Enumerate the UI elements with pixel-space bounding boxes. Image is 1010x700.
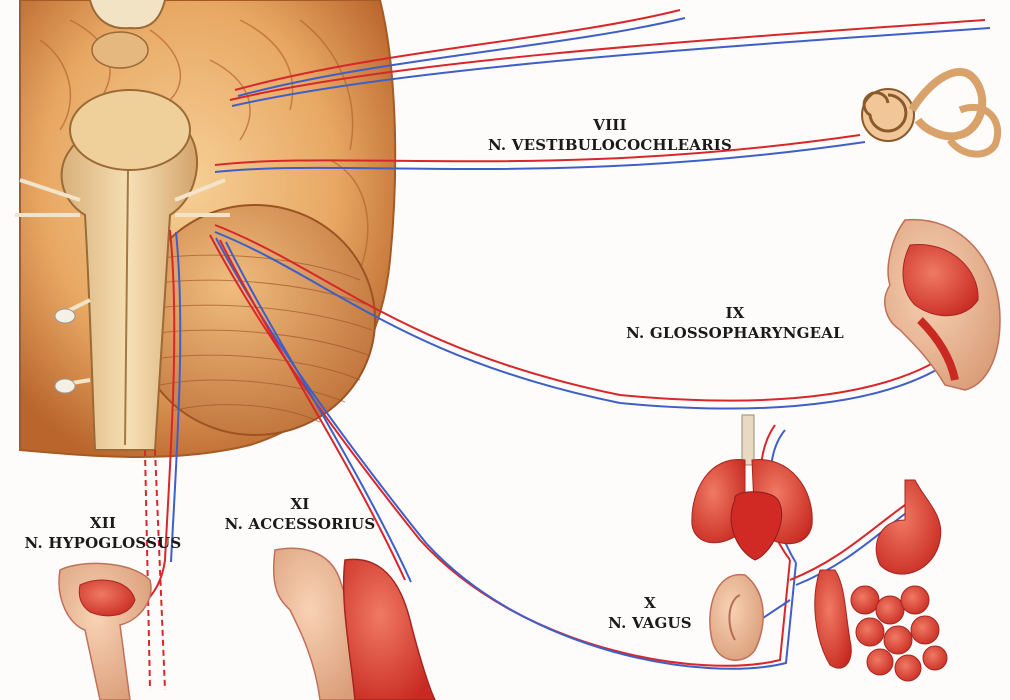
numeral-viii: VIII	[460, 115, 760, 135]
name-hypoglossus: N. HYPOGLOSSUS	[8, 533, 198, 553]
name-vestibulocochlearis: N. VESTIBULOCOCHLEARIS	[460, 135, 760, 155]
neck-illustration	[274, 548, 435, 700]
digestive-organs-illustration	[815, 480, 947, 681]
name-glossopharyngeal: N. GLOSSOPHARYNGEAL	[595, 323, 875, 343]
ear-illustration	[710, 575, 763, 661]
label-accessorius: XI N. ACCESSORIUS	[210, 494, 390, 534]
numeral-xii: XII	[8, 513, 198, 533]
head-profile-illustration	[885, 220, 1000, 390]
lungs-heart-illustration	[692, 415, 812, 560]
numeral-x: X	[595, 593, 705, 613]
label-vestibulocochlearis: VIII N. VESTIBULOCOCHLEARIS	[460, 115, 760, 155]
inner-ear-illustration	[862, 72, 998, 154]
label-hypoglossus: XII N. HYPOGLOSSUS	[8, 513, 198, 553]
label-vagus: X N. VAGUS	[595, 593, 705, 633]
name-vagus: N. VAGUS	[595, 613, 705, 633]
name-accessorius: N. ACCESSORIUS	[210, 514, 390, 534]
numeral-ix: IX	[595, 303, 875, 323]
label-glossopharyngeal: IX N. GLOSSOPHARYNGEAL	[595, 303, 875, 343]
numeral-xi: XI	[210, 494, 390, 514]
tongue-illustration	[59, 563, 151, 700]
